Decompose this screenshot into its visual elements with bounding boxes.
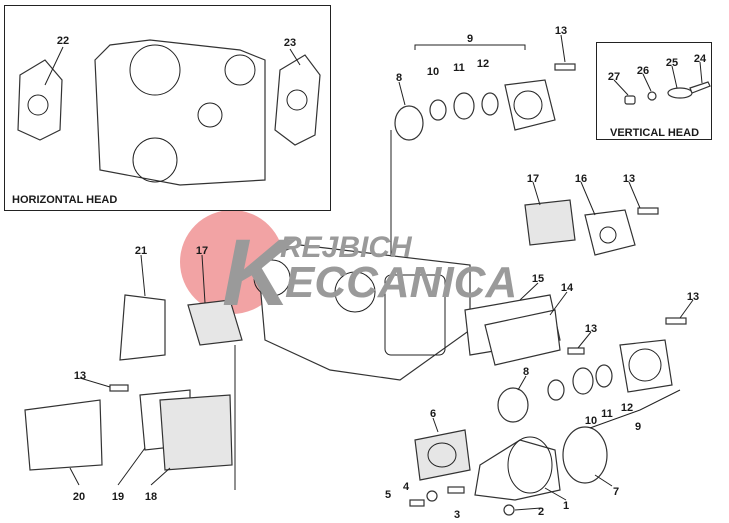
- label-13: 13: [74, 370, 86, 382]
- label-8: 8: [396, 72, 402, 84]
- label-11: 11: [601, 408, 613, 420]
- leader-lines: [69, 34, 694, 511]
- cylinder-head: [94, 39, 266, 186]
- part-6-gasket: [414, 429, 471, 481]
- label-4: 4: [403, 481, 410, 493]
- label-15: 15: [532, 273, 544, 285]
- label-8: 8: [523, 366, 529, 378]
- label-3: 3: [454, 509, 460, 521]
- watermark-line2: ECCANICA: [285, 258, 517, 307]
- label-17: 17: [527, 173, 539, 185]
- label-18: 18: [145, 491, 157, 503]
- label-10: 10: [585, 415, 597, 427]
- part-8-oring-top: [394, 105, 424, 141]
- horizontal-head-caption: HORIZONTAL HEAD: [12, 194, 117, 206]
- part-18-gasket: [159, 394, 233, 471]
- watermark-disc: [180, 210, 284, 314]
- part-21-plate: [119, 294, 166, 361]
- vertical-head-inset: 27 26 25 24 VERTICAL HEAD: [596, 42, 712, 140]
- label-27: 27: [608, 71, 620, 83]
- label-9: 9: [635, 421, 641, 433]
- label-10: 10: [427, 66, 439, 78]
- label-20: 20: [73, 491, 85, 503]
- part-8-oring-bottom: [497, 387, 529, 423]
- part-labels: 9 13 8 10 11 12 17 16 13 21 17 15 14 13 …: [73, 25, 699, 521]
- label-12: 12: [621, 402, 633, 414]
- label-19: 19: [112, 491, 124, 503]
- label-13: 13: [687, 291, 699, 303]
- main-assembly: [24, 63, 687, 516]
- part-1-manifold: [474, 439, 561, 501]
- label-9: 9: [467, 33, 473, 45]
- label-1: 1: [563, 500, 569, 512]
- label-6: 6: [430, 408, 436, 420]
- part-22-cover: [17, 59, 63, 141]
- part-17-gasket-right: [524, 199, 576, 246]
- label-21: 21: [135, 245, 147, 257]
- label-7: 7: [613, 486, 619, 498]
- label-16: 16: [575, 173, 587, 185]
- label-25: 25: [666, 57, 678, 69]
- label-11: 11: [453, 62, 465, 74]
- part-7-clamp: [562, 426, 608, 484]
- label-22: 22: [57, 35, 69, 47]
- label-13: 13: [555, 25, 567, 37]
- label-14: 14: [561, 282, 574, 294]
- label-13: 13: [585, 323, 597, 335]
- part-9-housing-bottom: [619, 339, 673, 393]
- label-5: 5: [385, 489, 391, 501]
- part-20-cage: [24, 399, 103, 471]
- part-16-cover: [584, 209, 636, 256]
- watermark-line1: REJBICH: [280, 231, 413, 264]
- label-13: 13: [623, 173, 635, 185]
- label-2: 2: [538, 506, 544, 518]
- part-14-reed: [484, 309, 561, 366]
- part-23-cover: [274, 54, 321, 146]
- label-24: 24: [694, 53, 707, 65]
- horizontal-head-inset: 22 23 HORIZONTAL HEAD: [4, 5, 331, 211]
- part-17-gasket-left: [187, 299, 243, 346]
- watermark-logo: K REJBICH ECCANICA: [222, 220, 517, 326]
- label-26: 26: [637, 65, 649, 77]
- watermark-initial: K: [222, 220, 297, 326]
- vertical-head-caption: VERTICAL HEAD: [610, 127, 699, 139]
- label-23: 23: [284, 37, 296, 49]
- part-9-housing-top: [504, 79, 556, 131]
- label-12: 12: [477, 58, 489, 70]
- label-17: 17: [196, 245, 208, 257]
